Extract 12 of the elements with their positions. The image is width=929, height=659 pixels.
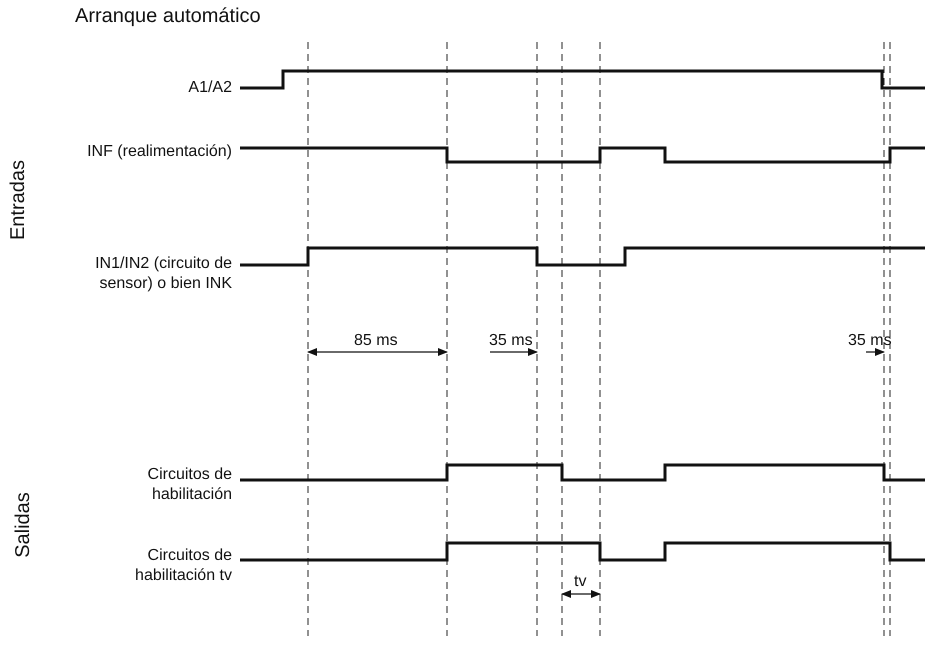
time-label: 35 ms [489, 331, 533, 351]
time-label: 85 ms [354, 331, 398, 351]
time-label: tv [574, 572, 586, 592]
signal-name: Circuitos de habilitación [146, 465, 232, 505]
diagram-title: Arranque automático [75, 6, 261, 26]
signal-name: INF (realimentación) [86, 142, 232, 162]
signal-name: A1/A2 [187, 78, 232, 98]
time-label: 35 ms [848, 331, 892, 351]
signal-name: IN1/IN2 (circuito de sensor) o bien INK [94, 254, 232, 294]
group-label: Salidas [12, 492, 33, 558]
group-label: Entradas [8, 160, 28, 240]
signal-name: Circuitos de habilitación tv [134, 546, 232, 586]
